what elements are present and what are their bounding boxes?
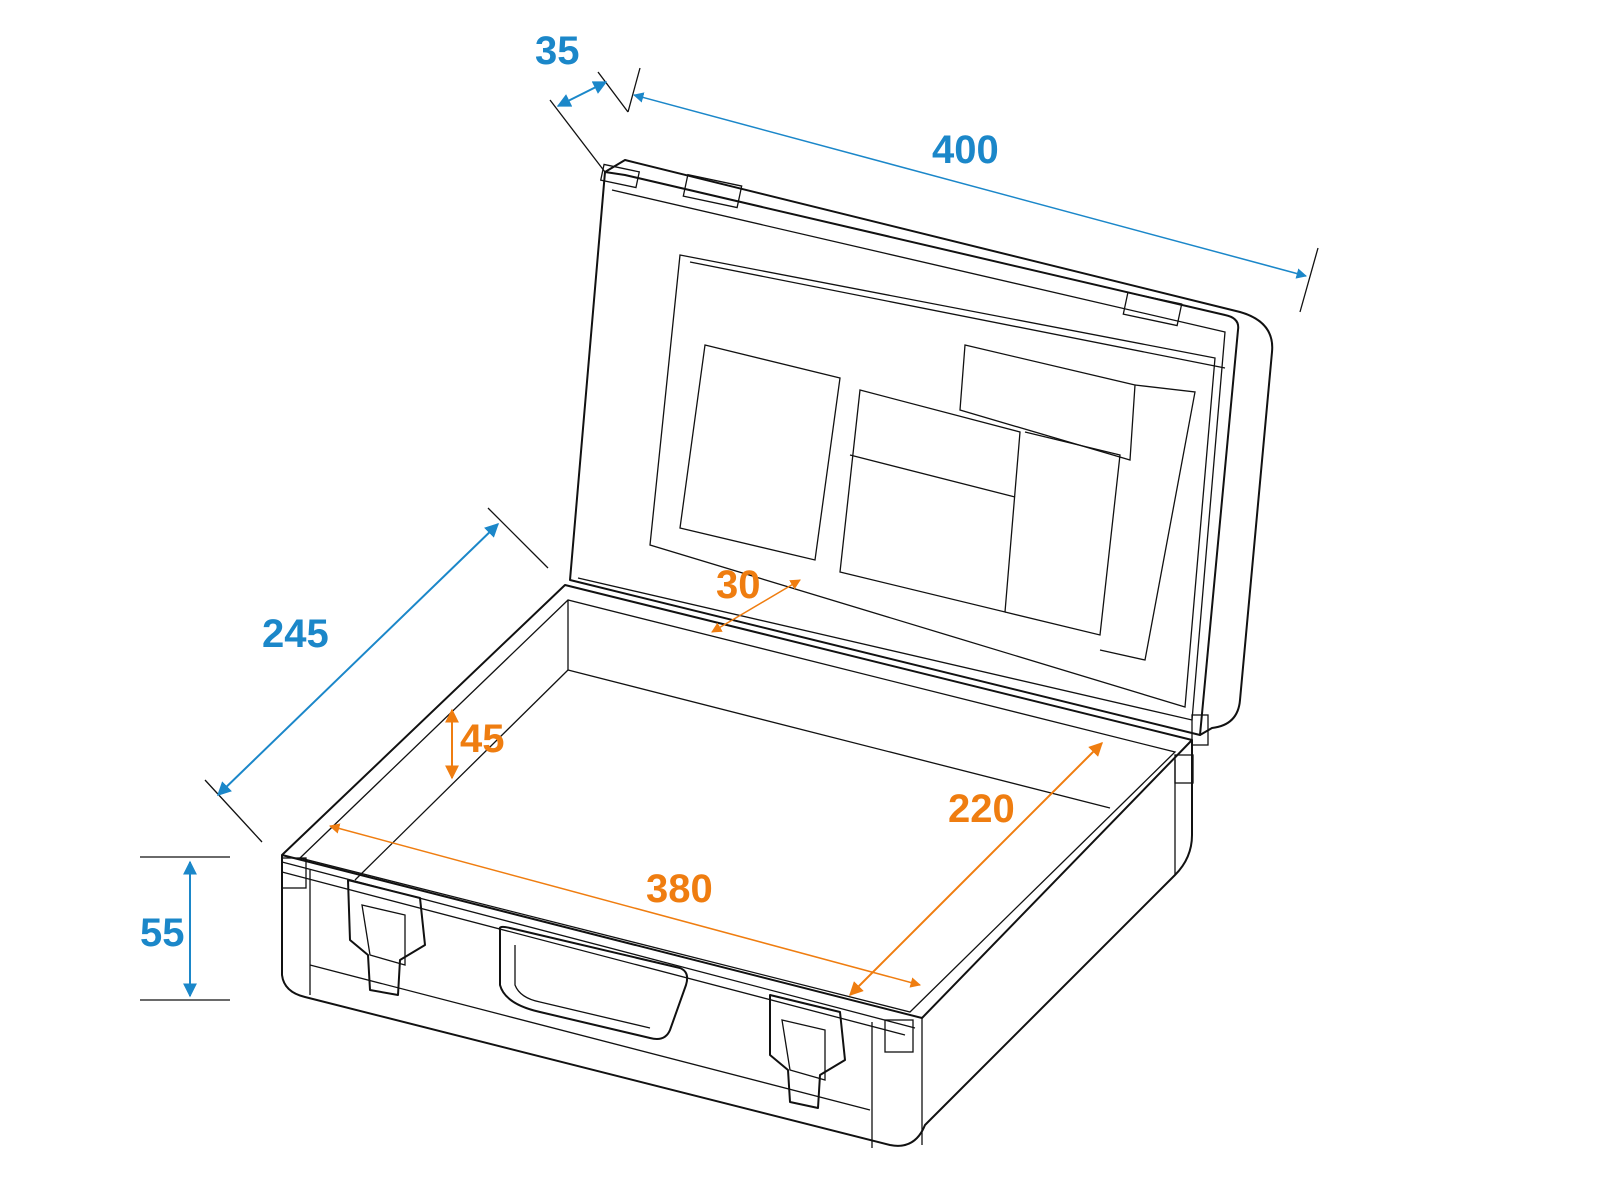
case-lid	[569, 159, 1274, 736]
dimension-label-55: 55	[140, 911, 185, 955]
dim-line-30	[711, 579, 801, 633]
inner-dimension-lines	[328, 579, 1103, 996]
dimension-label-380: 380	[646, 867, 713, 911]
dimension-label-220: 220	[948, 787, 1015, 831]
case-base	[281, 163, 1209, 1148]
dimension-label-30: 30	[716, 563, 761, 607]
dimension-label-45: 45	[460, 717, 505, 761]
outer-dimension-lines	[183, 81, 1308, 998]
dim-line-245	[216, 523, 500, 796]
dim-line-400	[632, 92, 1308, 279]
right-latch	[769, 994, 846, 1109]
dimension-label-400: 400	[932, 128, 999, 172]
dimension-label-245: 245	[262, 612, 329, 656]
dimension-label-35: 35	[535, 29, 580, 73]
dim-line-380	[328, 823, 922, 988]
dim-line-220	[849, 742, 1103, 996]
extension-lines	[140, 67, 1319, 1001]
dim-line-35	[556, 81, 608, 107]
